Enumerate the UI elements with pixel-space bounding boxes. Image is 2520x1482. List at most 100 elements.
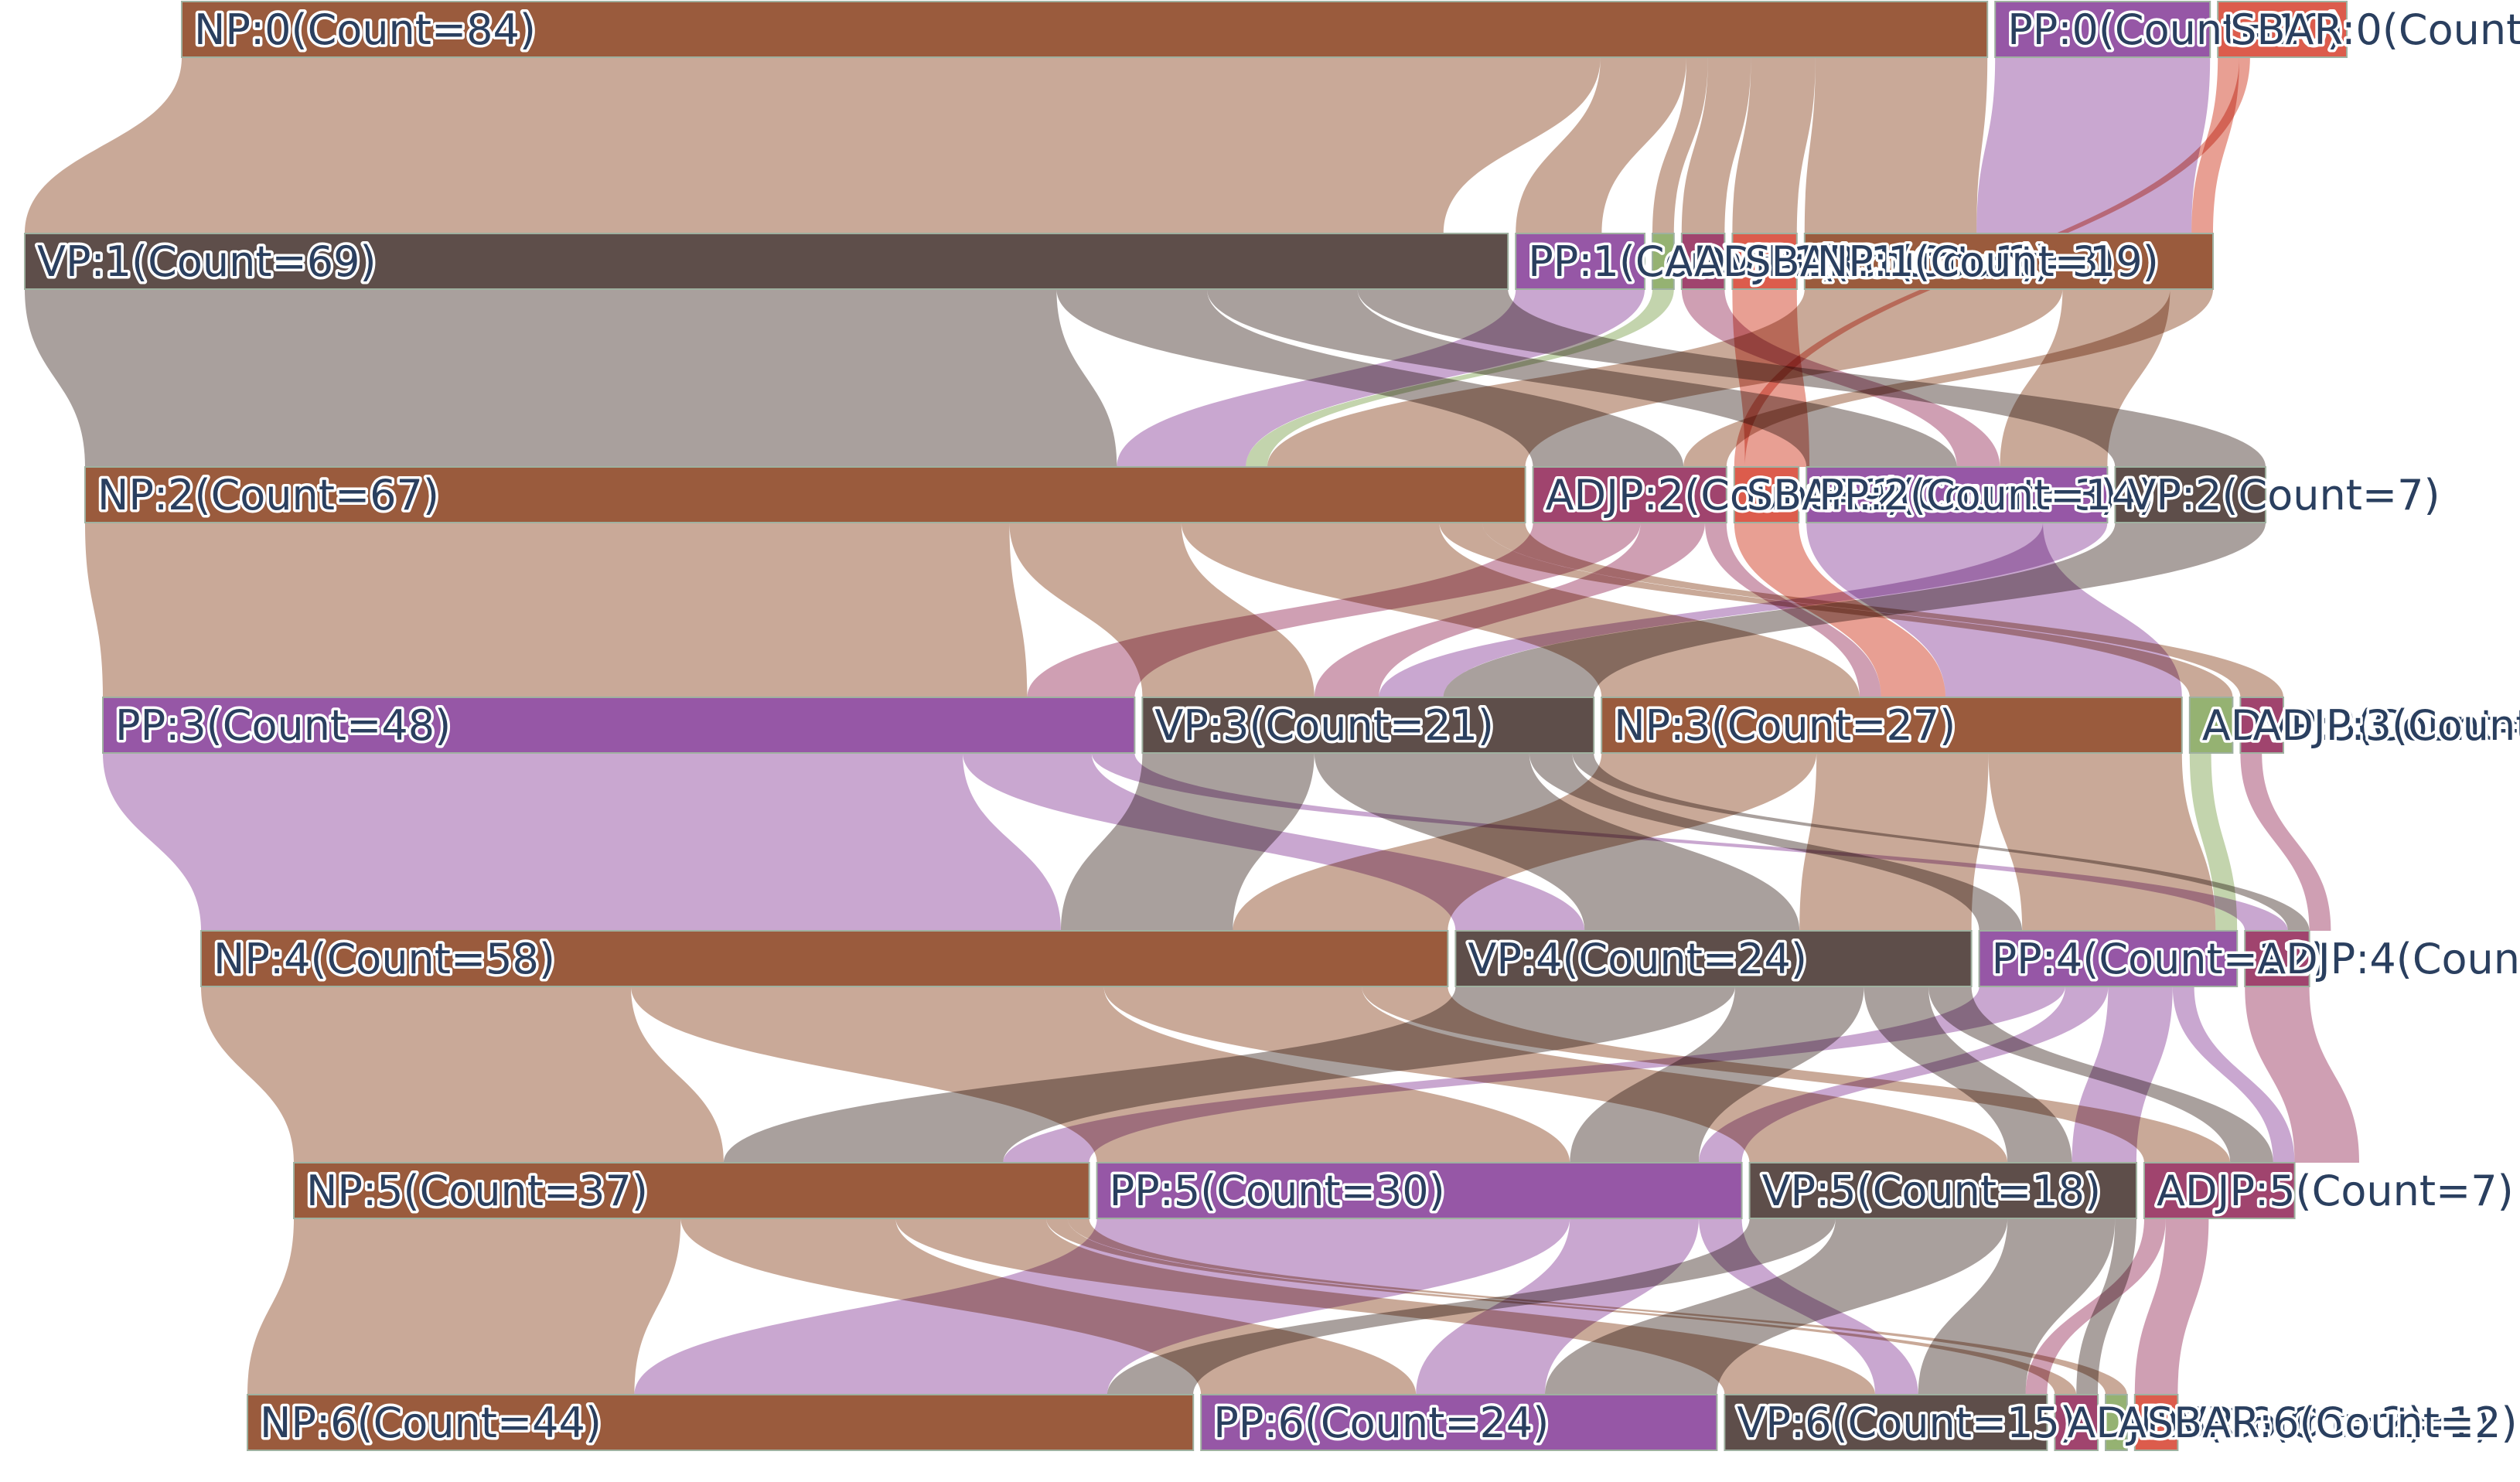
sankey-node-label-SBAR6: SBAR:6(Count=2) bbox=[2147, 1399, 2518, 1447]
sankey-link-NP0-PP1 bbox=[1516, 57, 1686, 233]
sankey-node-label-VP4: VP:4(Count=24) bbox=[1468, 935, 1807, 983]
sankey-node-PP1 bbox=[1515, 233, 1645, 290]
sankey-node-VP4 bbox=[1454, 930, 1973, 987]
sankey-link-PP4-NP5 bbox=[1003, 986, 2065, 1163]
sankey-node-label-VP1: VP:1(Count=69) bbox=[37, 237, 377, 286]
sankey-link-NP5-NP6 bbox=[247, 1218, 681, 1395]
sankey-node-ADJP3 bbox=[2239, 697, 2284, 754]
sankey-link-PP4-ADJP5 bbox=[2172, 986, 2295, 1163]
sankey-link-VP4-PP5 bbox=[1570, 986, 1864, 1163]
sankey-link-ADJP3-ADJP4 bbox=[2240, 753, 2331, 931]
sankey-node-NP1 bbox=[1803, 233, 2215, 290]
sankey-link-VP3-NP4 bbox=[1061, 753, 1315, 931]
sankey-node-VP2 bbox=[2114, 466, 2266, 523]
sankey-node-PP6 bbox=[1200, 1394, 1718, 1451]
sankey-node-VP6 bbox=[1724, 1394, 2048, 1451]
sankey-link-PP1-NP2 bbox=[1117, 289, 1645, 467]
sankey-node-VP5 bbox=[1748, 1162, 2138, 1219]
sankey-link-PP4-VP5 bbox=[2072, 986, 2173, 1163]
sankey-node-label-SBAR1: SBAR:1(Count=3) bbox=[1744, 237, 2115, 286]
sankey-node-label-ADVP6: ADVP:6(Count=1) bbox=[2118, 1399, 2491, 1447]
sankey-link-ADJP2-PP3 bbox=[1027, 523, 1641, 697]
sankey-node-label-ADJP3: ADJP:3(Count=2) bbox=[2252, 701, 2520, 750]
sankey-node-label-ADVP1: ADVP:1(Count=1) bbox=[1665, 237, 2037, 286]
sankey-node-PP2 bbox=[1806, 466, 2109, 523]
sankey-node-label-NP0: NP:0(Count=84) bbox=[194, 5, 536, 54]
sankey-node-label-VP3: VP:3(Count=21) bbox=[1154, 701, 1494, 750]
sankey-node-label-VP5: VP:5(Count=18) bbox=[1762, 1167, 2102, 1215]
sankey-node-NP0 bbox=[181, 1, 1989, 58]
sankey-link-VP5-NP6 bbox=[1107, 1218, 1836, 1395]
sankey-node-label-NP4: NP:4(Count=58) bbox=[213, 935, 555, 983]
sankey-node-label-PP5: PP:5(Count=30) bbox=[1110, 1167, 1445, 1215]
sankey-node-label-NP1: NP:1(Count=19) bbox=[1817, 237, 2159, 286]
sankey-link-NP0-ADVP1 bbox=[1652, 57, 1708, 233]
sankey-nodes bbox=[24, 1, 2348, 1451]
sankey-link-VP4-NP5 bbox=[724, 986, 1735, 1163]
sankey-link-PP2-VP3 bbox=[1379, 523, 2108, 697]
sankey-node-ADJP6 bbox=[2054, 1394, 2099, 1451]
sankey-link-NP3-NP4 bbox=[1233, 753, 1817, 931]
sankey-node-ADJP5 bbox=[2143, 1162, 2296, 1219]
sankey-node-VP1 bbox=[24, 233, 1509, 290]
sankey-link-NP0-ADJP1 bbox=[1681, 57, 1751, 233]
sankey-node-label-ADJP2: ADJP:2(Count=9) bbox=[1546, 471, 1903, 520]
sankey-node-SBAR6 bbox=[2133, 1394, 2179, 1451]
sankey-node-PP4 bbox=[1978, 930, 2239, 987]
sankey-node-ADVP1 bbox=[1652, 233, 1675, 290]
sankey-node-ADJP2 bbox=[1532, 466, 1727, 523]
sankey-link-NP4-ADJP5 bbox=[1362, 986, 2231, 1163]
sankey-link-VP5-VP6 bbox=[1918, 1218, 2116, 1395]
sankey-node-label-ADJP1: ADJP:1(Count=2) bbox=[1694, 237, 2051, 286]
sankey-node-label-PP0: PP:0(Count=10) bbox=[2007, 5, 2343, 54]
sankey-link-PP3-ADJP4 bbox=[1091, 753, 2288, 931]
sankey-node-label-PP3: PP:3(Count=48) bbox=[115, 701, 451, 750]
sankey-link-NP3-VP4 bbox=[1799, 753, 1989, 931]
sankey-node-ADVP3 bbox=[2188, 697, 2234, 754]
sankey-link-ADJP4-ADJP5 bbox=[2245, 986, 2359, 1163]
sankey-node-VP3 bbox=[1141, 697, 1595, 754]
sankey-link-VP5-PP6 bbox=[1545, 1218, 2008, 1395]
sankey-link-NP4-NP5 bbox=[201, 986, 724, 1163]
sankey-link-ADJP5-VP6 bbox=[2025, 1218, 2166, 1395]
sankey-node-label-NP3: NP:3(Count=27) bbox=[1614, 701, 1956, 750]
sankey-labels: NP:0(Count=84) PP:0(Count=10)SBAR:0(Count… bbox=[35, 3, 2520, 1450]
sankey-link-VP3-PP4 bbox=[1529, 753, 2023, 931]
sankey-link-PP2-NP3 bbox=[1806, 523, 2182, 697]
sankey-node-label-ADJP5: ADJP:5(Count=7) bbox=[2157, 1167, 2514, 1215]
sankey-node-ADJP4 bbox=[2244, 930, 2310, 987]
sankey-link-PP5-PP6 bbox=[1416, 1218, 1699, 1395]
sankey-link-ADJP2-VP3 bbox=[1314, 523, 1705, 697]
sankey-link-PP0-NP1 bbox=[1976, 57, 2211, 233]
sankey-node-label-NP5: NP:5(Count=37) bbox=[306, 1167, 648, 1215]
sankey-node-label-SBAR0: SBAR:0(Count=6) bbox=[2230, 5, 2520, 54]
sankey-node-ADVP6 bbox=[2105, 1394, 2128, 1451]
sankey-node-SBAR2 bbox=[1733, 466, 1800, 523]
sankey-link-PP5-NP6 bbox=[634, 1218, 1570, 1395]
sankey-node-PP0 bbox=[1994, 1, 2211, 58]
sankey-node-label-NP2: NP:2(Count=67) bbox=[97, 471, 439, 520]
sankey-link-ADJP1-PP2 bbox=[1681, 289, 2000, 467]
sankey-links bbox=[25, 57, 2359, 1395]
sankey-node-SBAR1 bbox=[1731, 233, 1798, 290]
sankey-link-NP0-VP1 bbox=[25, 57, 1601, 233]
sankey-link-PP4-PP5 bbox=[1699, 986, 2109, 1163]
sankey-link-NP0-NP1 bbox=[1804, 57, 1988, 233]
sankey-node-SBAR0 bbox=[2217, 1, 2348, 58]
sankey-node-label-VP6: VP:6(Count=15) bbox=[1737, 1399, 2076, 1447]
sankey-link-ADVP1-NP2 bbox=[1246, 289, 1674, 467]
sankey-node-label-SBAR2: SBAR:2(Count=3) bbox=[1747, 471, 2117, 520]
sankey-node-label-PP2: PP:2(Count=14) bbox=[1819, 471, 2154, 520]
sankey-node-PP3 bbox=[102, 697, 1136, 754]
sankey-node-ADJP1 bbox=[1680, 233, 1726, 290]
sankey-node-NP2 bbox=[84, 466, 1526, 523]
sankey-node-label-PP4: PP:4(Count=12) bbox=[1992, 935, 2327, 983]
sankey-link-NP1-ADJP2 bbox=[1683, 289, 2213, 467]
sankey-node-label-ADJP6: ADJP:6(Count=2) bbox=[2067, 1399, 2424, 1447]
sankey-link-NP3-PP4 bbox=[1988, 753, 2216, 931]
sankey-link-PP3-NP4 bbox=[103, 753, 1061, 931]
sankey-link-VP2-VP3 bbox=[1443, 523, 2266, 697]
sankey-node-NP4 bbox=[200, 930, 1449, 987]
sankey-node-NP6 bbox=[247, 1394, 1195, 1451]
